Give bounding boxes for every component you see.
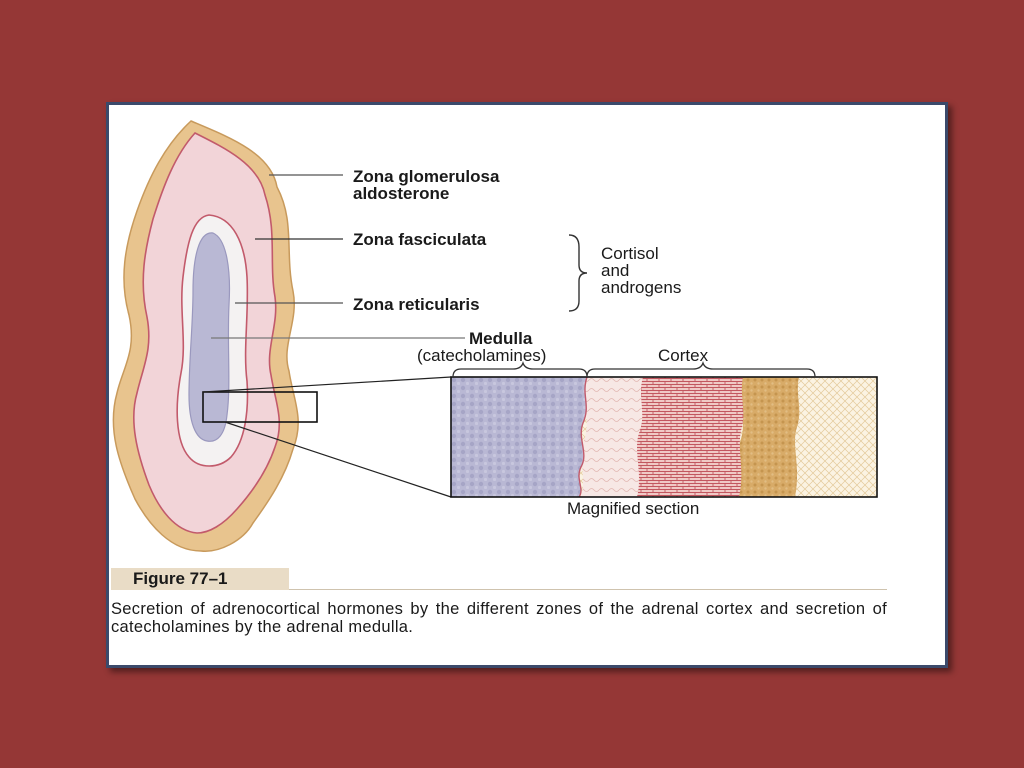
selection-box [202,391,318,423]
adrenal-diagram [112,120,878,552]
magnified-section-box [450,376,878,498]
zoom-line-bottom [224,421,452,498]
cortex-brace [586,360,816,378]
zoom-line-top [202,376,452,393]
label-androgens: androgens [601,278,682,297]
medulla-region [188,232,231,442]
hormone-brace [568,234,588,312]
label-cortex: Cortex [658,346,709,365]
label-zona-reticularis: Zona reticularis [353,295,480,314]
label-zona-glomerulosa: Zona glomerulosa [353,167,500,186]
label-zona-fasciculata: Zona fasciculata [353,230,487,249]
label-cortisol: Cortisol [601,244,659,263]
label-magnified-section: Magnified section [567,499,700,518]
figure-caption: Secretion of adrenocortical hormones by … [111,600,887,636]
medulla-brace [452,360,588,378]
label-and: and [601,261,630,280]
slide-card: Zona glomerulosa aldosterone Zona fascic… [106,102,948,668]
label-catecholamines: (catecholamines) [417,346,547,365]
label-medulla: Medulla [469,329,533,348]
label-aldosterone: aldosterone [353,184,450,203]
figure-rule [289,589,887,590]
figure-number: Figure 77–1 [111,568,289,590]
